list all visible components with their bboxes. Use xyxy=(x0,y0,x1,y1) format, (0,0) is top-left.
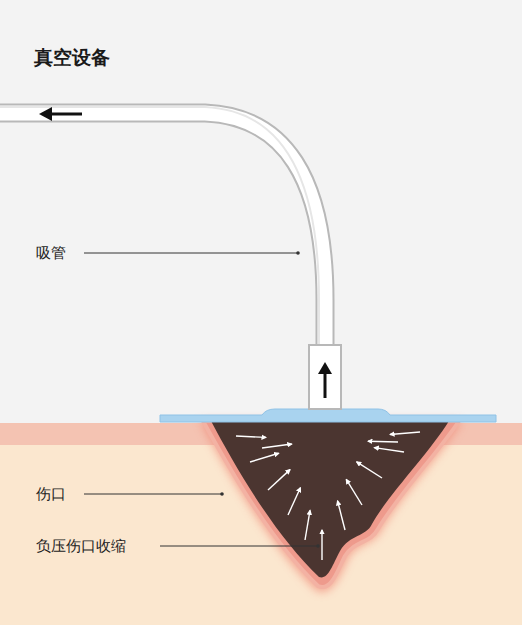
wound-glow xyxy=(200,421,462,592)
flow-arrow xyxy=(39,107,52,121)
contraction-arrow xyxy=(305,510,310,540)
background xyxy=(0,0,522,425)
contraction-arrow xyxy=(390,432,420,434)
contraction-arrow xyxy=(268,470,290,490)
contraction-arrow xyxy=(288,488,300,515)
part-label: 负压伤口收缩 xyxy=(36,537,126,555)
contraction-arrows xyxy=(236,432,420,560)
leader-dot xyxy=(296,251,300,255)
tube-shade xyxy=(0,107,319,350)
part-label: 吸管 xyxy=(36,244,66,262)
part-label: 伤口 xyxy=(36,485,66,503)
contraction-arrow xyxy=(262,444,292,448)
contraction-arrow xyxy=(346,479,362,505)
suction-tube xyxy=(0,113,325,350)
tube-connector xyxy=(309,345,341,409)
wound xyxy=(211,421,449,577)
dressing-film xyxy=(160,409,496,422)
contraction-arrow xyxy=(368,441,398,443)
leader-dot xyxy=(316,544,320,548)
suction-tube xyxy=(0,113,325,350)
contraction-arrow xyxy=(357,462,382,478)
contraction-arrow xyxy=(374,448,404,452)
leader-line xyxy=(160,546,317,547)
contraction-arrow xyxy=(250,453,279,462)
contraction-arrow xyxy=(321,530,322,560)
leader-line xyxy=(84,253,297,254)
contraction-arrow xyxy=(236,436,266,437)
contraction-arrow xyxy=(338,501,345,530)
wound-edge xyxy=(203,421,459,587)
flow-arrow xyxy=(324,372,327,398)
flow-arrow xyxy=(50,113,82,116)
leader-line xyxy=(84,494,221,495)
leader-dot xyxy=(220,492,224,496)
title: 真空设备 xyxy=(34,46,110,69)
flow-arrow xyxy=(318,362,332,374)
